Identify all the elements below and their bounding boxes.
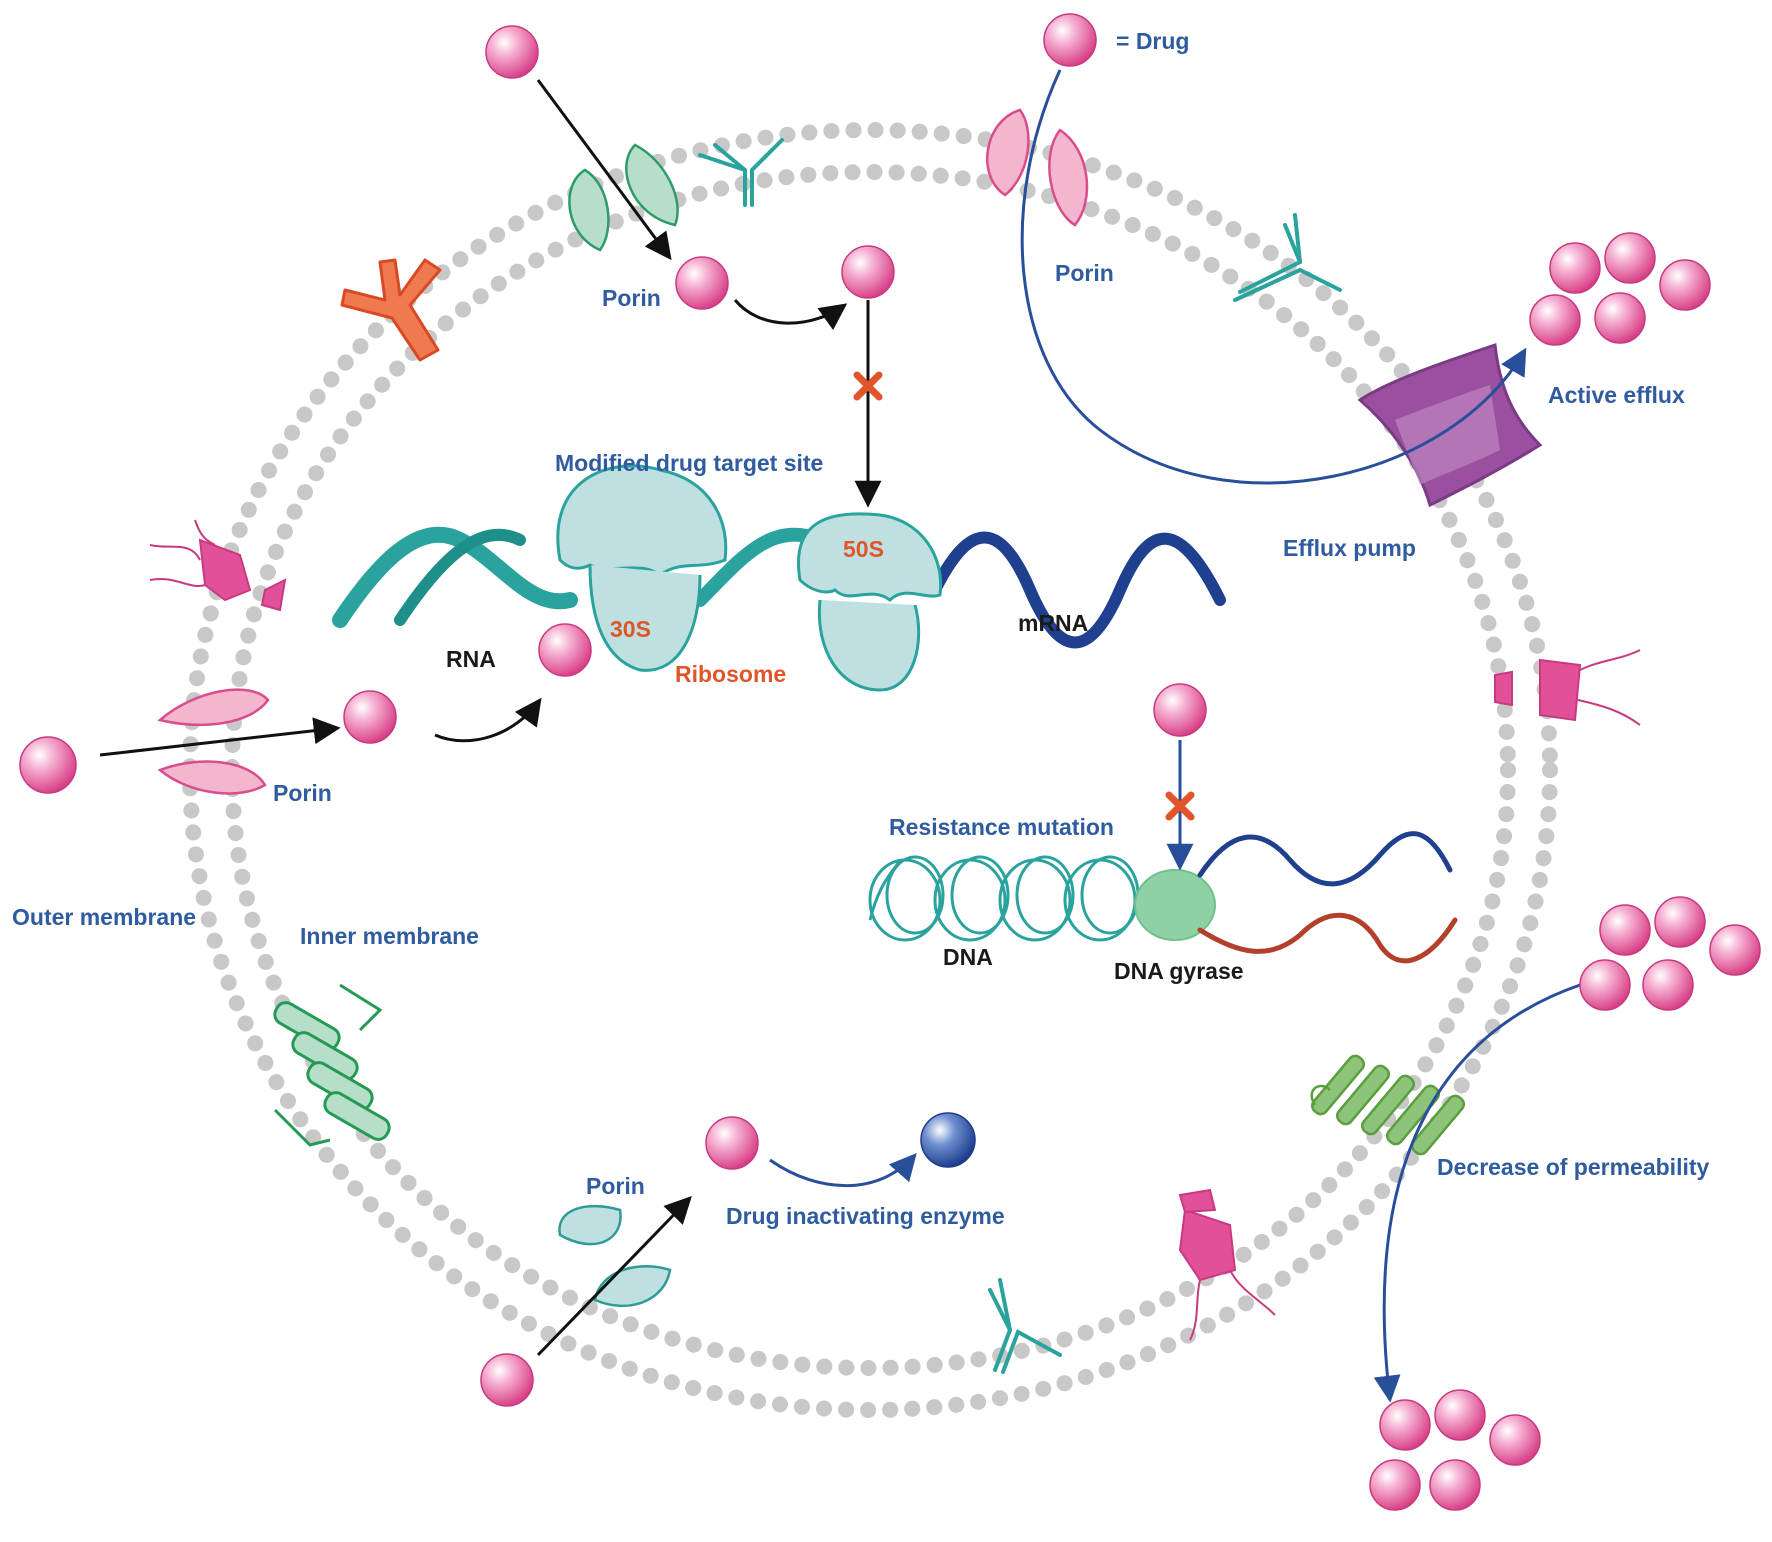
receptor-teal-right bbox=[1233, 213, 1342, 302]
receptor-teal-top bbox=[698, 138, 784, 207]
block-x-ribosome bbox=[853, 371, 883, 401]
mrna-label: mRNA bbox=[1018, 610, 1089, 636]
channel-protein-left bbox=[149, 519, 287, 612]
outer-membrane-label: Outer membrane bbox=[12, 904, 197, 930]
rna-label: RNA bbox=[446, 646, 496, 672]
drug-molecules bbox=[19, 13, 1761, 1511]
ribosome-30s-label: 30S bbox=[610, 616, 651, 642]
drug-legend-label: = Drug bbox=[1116, 28, 1190, 54]
membrane-transporter-right bbox=[1310, 1054, 1466, 1156]
dna-coils bbox=[868, 855, 1140, 942]
porin-top-right bbox=[986, 108, 1089, 227]
ribosome-50s-label: 50S bbox=[843, 536, 884, 562]
dna-label: DNA bbox=[943, 944, 993, 970]
inner-membrane-label: Inner membrane bbox=[300, 923, 479, 949]
porin-left bbox=[157, 688, 270, 795]
channel-protein-bottom bbox=[1178, 1188, 1276, 1341]
channel-protein-right bbox=[1494, 649, 1641, 726]
block-x-gyrase bbox=[1165, 791, 1195, 821]
receptor-orange bbox=[340, 258, 442, 362]
drug-inactivating-enzyme-label: Drug inactivating enzyme bbox=[726, 1203, 1005, 1229]
efflux-pump-label: Efflux pump bbox=[1283, 535, 1416, 561]
ribosome-30s bbox=[556, 464, 728, 672]
inactivated-drug bbox=[920, 1112, 976, 1168]
arrows bbox=[99, 69, 1581, 1403]
porin-top-right-label: Porin bbox=[1055, 260, 1114, 286]
ribosome-label: Ribosome bbox=[675, 661, 787, 687]
dna-strands bbox=[1197, 831, 1458, 964]
ribosome-50s bbox=[797, 512, 943, 692]
active-efflux-label: Active efflux bbox=[1548, 382, 1685, 408]
porin-bottom-label: Porin bbox=[586, 1173, 645, 1199]
dna-gyrase-label: DNA gyrase bbox=[1114, 958, 1244, 984]
porin-bottom bbox=[558, 1205, 672, 1308]
porin-top-label: Porin bbox=[602, 285, 661, 311]
membrane-transporter-left bbox=[273, 983, 391, 1147]
mrna-strand bbox=[929, 531, 1226, 649]
porin-left-label: Porin bbox=[273, 780, 332, 806]
porin-top bbox=[568, 143, 679, 252]
modified-target-label: Modified drug target site bbox=[555, 450, 824, 476]
decrease-permeability-label: Decrease of permeability bbox=[1437, 1154, 1710, 1180]
resistance-mutation-label: Resistance mutation bbox=[889, 814, 1114, 840]
receptor-teal-bottom bbox=[988, 1278, 1062, 1374]
